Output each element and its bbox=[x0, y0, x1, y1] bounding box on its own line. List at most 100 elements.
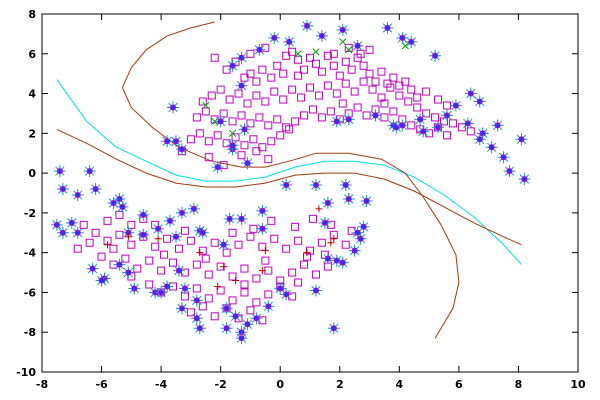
star-point bbox=[262, 300, 275, 313]
star-point bbox=[190, 294, 203, 307]
star-core bbox=[193, 315, 200, 322]
square-point bbox=[407, 121, 416, 130]
square-point bbox=[186, 236, 195, 245]
star-point bbox=[396, 31, 409, 44]
square-point bbox=[294, 55, 303, 64]
square-point bbox=[169, 258, 178, 267]
star-core bbox=[399, 122, 406, 129]
square-point bbox=[192, 284, 201, 293]
star-point bbox=[220, 302, 233, 315]
star-point bbox=[86, 262, 99, 275]
star-point bbox=[211, 161, 224, 174]
star-core bbox=[432, 52, 439, 59]
star-core bbox=[220, 241, 227, 248]
star-core bbox=[125, 269, 132, 276]
cross-point bbox=[339, 38, 347, 46]
star-point bbox=[235, 332, 248, 345]
star-point bbox=[190, 312, 203, 325]
star-core bbox=[232, 313, 239, 320]
star-point bbox=[172, 264, 185, 277]
star-core bbox=[321, 219, 328, 226]
square-point bbox=[264, 155, 273, 164]
square-point bbox=[109, 244, 118, 253]
square-point bbox=[294, 71, 303, 80]
star-point bbox=[301, 19, 314, 32]
star-core bbox=[196, 325, 203, 332]
star-core bbox=[119, 203, 126, 210]
star-core bbox=[229, 142, 236, 149]
square-point bbox=[157, 266, 166, 275]
plus-point bbox=[220, 263, 228, 271]
plus-point bbox=[154, 235, 162, 243]
star-point bbox=[229, 310, 242, 323]
star-point bbox=[449, 99, 462, 112]
star-core bbox=[286, 38, 293, 45]
cross-point bbox=[294, 50, 302, 58]
square-point bbox=[329, 61, 338, 70]
square-point bbox=[386, 83, 395, 92]
square-point bbox=[466, 127, 475, 136]
square-point bbox=[210, 53, 219, 62]
y-tick-label: 0 bbox=[28, 167, 36, 180]
square-point bbox=[186, 308, 195, 317]
decision-curves bbox=[56, 21, 522, 339]
square-point bbox=[207, 91, 216, 100]
star-point bbox=[161, 280, 174, 293]
square-point bbox=[240, 141, 249, 150]
star-core bbox=[518, 136, 525, 143]
square-point bbox=[204, 270, 213, 279]
star-point bbox=[369, 109, 382, 122]
square-point bbox=[404, 97, 413, 106]
square-point bbox=[234, 89, 243, 98]
square-point bbox=[216, 85, 225, 94]
square-point bbox=[326, 107, 335, 116]
star-core bbox=[89, 265, 96, 272]
star-core bbox=[199, 229, 206, 236]
plus-point bbox=[315, 205, 323, 213]
square-point bbox=[282, 244, 291, 253]
cross-point bbox=[345, 46, 353, 54]
square-point bbox=[246, 232, 255, 241]
star-core bbox=[443, 112, 450, 119]
square-point bbox=[163, 234, 172, 243]
square-point bbox=[258, 65, 267, 74]
star-core bbox=[241, 126, 248, 133]
star-core bbox=[494, 122, 501, 129]
square-point bbox=[389, 73, 398, 82]
square-point bbox=[434, 95, 443, 104]
square-point bbox=[246, 119, 255, 128]
star-point bbox=[396, 119, 409, 132]
star-core bbox=[467, 90, 474, 97]
star-core bbox=[92, 186, 99, 193]
square-point bbox=[261, 256, 270, 265]
square-point bbox=[216, 286, 225, 295]
cross-point bbox=[202, 101, 210, 110]
square-point bbox=[371, 77, 380, 86]
square-point bbox=[422, 87, 431, 96]
star-core bbox=[354, 229, 361, 236]
star-core bbox=[312, 182, 319, 189]
star-core bbox=[312, 287, 319, 294]
star-point bbox=[330, 254, 343, 267]
star-point bbox=[116, 200, 129, 213]
square-point bbox=[407, 85, 416, 94]
star-point bbox=[515, 133, 528, 146]
star-point bbox=[235, 212, 248, 225]
square-point bbox=[115, 230, 124, 239]
star-core bbox=[238, 82, 245, 89]
star-point bbox=[327, 322, 340, 335]
square-point bbox=[243, 99, 252, 108]
square-point bbox=[127, 240, 136, 249]
square-point bbox=[145, 256, 154, 265]
x-tick-label: -8 bbox=[36, 378, 48, 391]
star-point bbox=[56, 226, 69, 239]
star-core bbox=[283, 182, 290, 189]
star-point bbox=[241, 318, 254, 331]
square-point bbox=[282, 123, 291, 132]
square-point bbox=[350, 87, 359, 96]
star-point bbox=[309, 284, 322, 297]
square-point bbox=[353, 103, 362, 112]
square-point bbox=[273, 61, 282, 70]
star-point bbox=[342, 192, 355, 205]
